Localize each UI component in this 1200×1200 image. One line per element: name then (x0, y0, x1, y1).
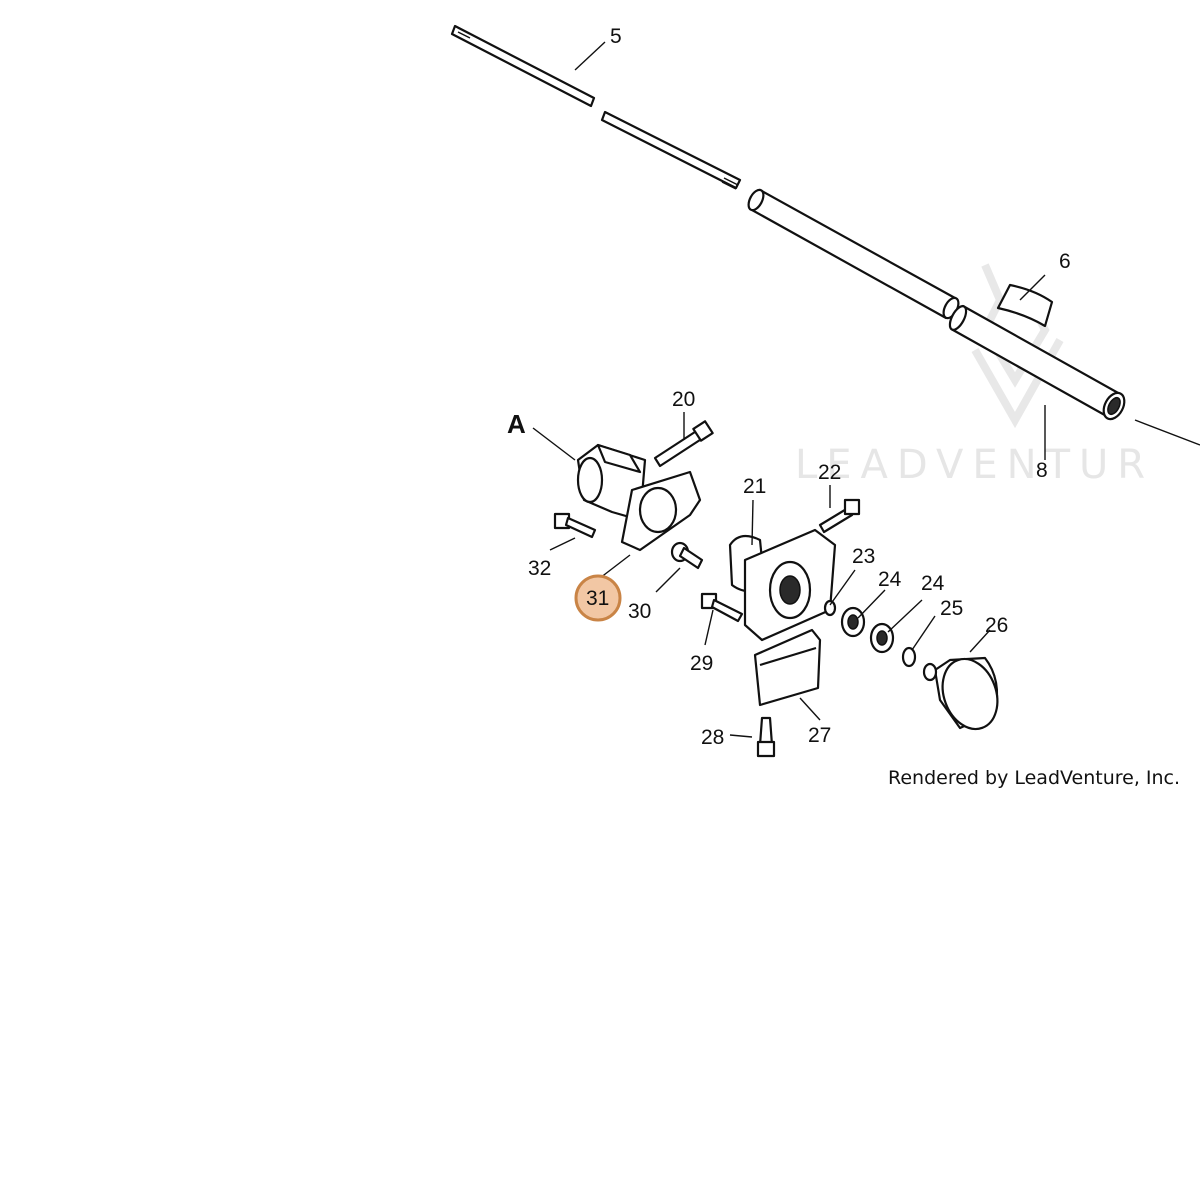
part-23-ring (823, 599, 837, 617)
callout-29: 29 (690, 652, 713, 675)
callout-5: 5 (610, 25, 622, 48)
callout-20: 20 (672, 388, 695, 411)
callout-30: 30 (628, 600, 651, 623)
callout-labels: A 5 6 8 20 21 22 23 24 24 25 26 27 28 29… (507, 25, 1071, 749)
callout-24-b: 24 (921, 572, 945, 595)
part-25-snap-ring (901, 646, 917, 668)
callout-24-a: 24 (878, 568, 902, 591)
callout-26: 26 (985, 614, 1008, 637)
callout-21: 21 (743, 475, 766, 498)
part-32-screw (553, 512, 597, 539)
highlight-circle-31 (574, 574, 622, 622)
callout-23: 23 (852, 545, 875, 568)
callout-22: 22 (818, 461, 841, 484)
leadventure-watermark: LEADVENTUR (795, 263, 1154, 488)
watermark-text: LEADVENTUR (795, 442, 1154, 488)
callout-25: 25 (940, 597, 963, 620)
part-24-bearing-1 (840, 606, 866, 638)
part-26-clutch-drum (922, 656, 999, 731)
callout-28: 28 (701, 726, 724, 749)
part-6-decal (996, 283, 1054, 328)
rendered-by-credit: Rendered by LeadVenture, Inc. (888, 767, 1180, 789)
callout-6: 6 (1059, 250, 1071, 273)
part-31-gasket (620, 470, 702, 552)
part-8-shaft-tube (747, 188, 1200, 446)
part-28-screw (756, 716, 776, 758)
callout-27: 27 (808, 724, 831, 747)
part-29-bolt (700, 592, 744, 623)
callout-8: 8 (1036, 459, 1048, 482)
callout-a: A (507, 409, 526, 439)
callout-32: 32 (528, 557, 551, 580)
part-27-bracket (753, 628, 822, 707)
part-20-bolt (653, 420, 714, 468)
part-a-gear-case (576, 443, 647, 522)
part-21-gear-case (728, 528, 837, 642)
part-5-drive-shaft (450, 24, 742, 190)
part-24-bearing-2 (869, 622, 895, 654)
part-22-bolt (818, 498, 861, 534)
callout-31: 31 (586, 587, 609, 610)
callout-leaders (532, 41, 1046, 738)
part-30-bolt (670, 541, 704, 570)
